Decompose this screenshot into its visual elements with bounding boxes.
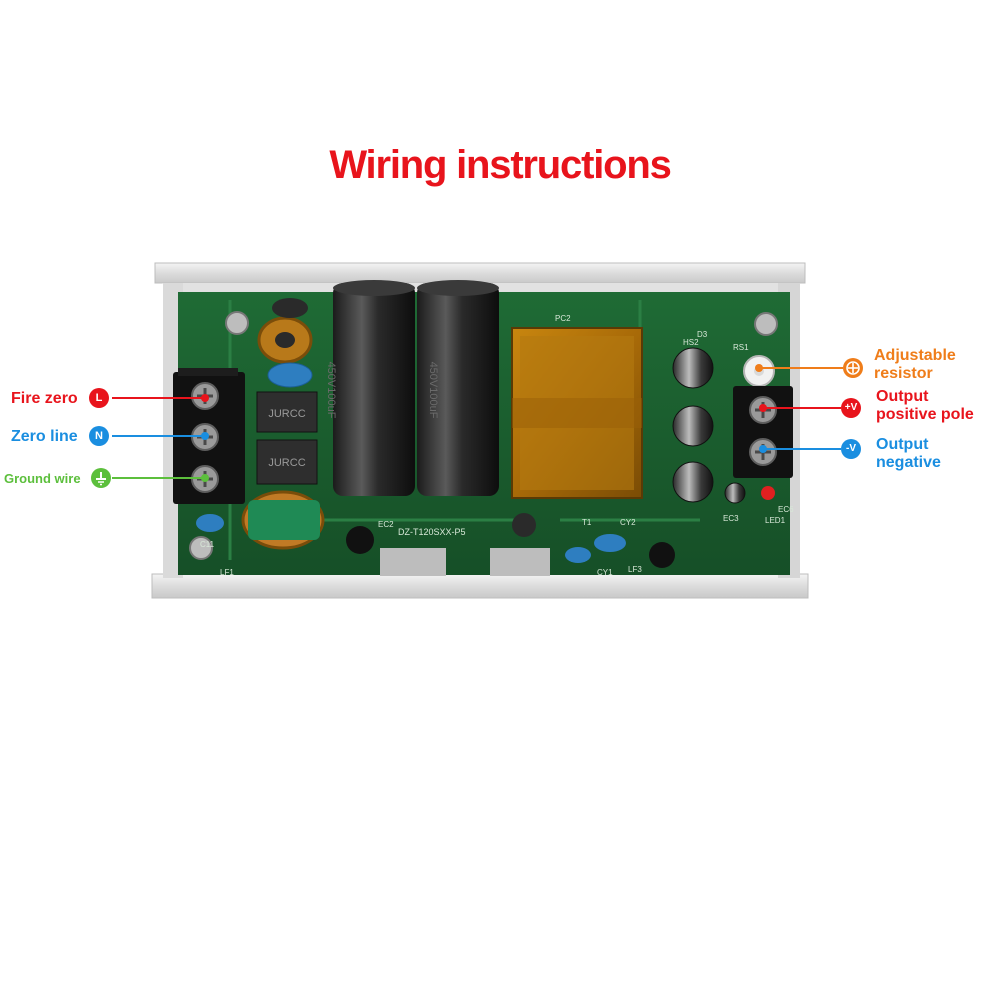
- adjustable-resistor-line1: Adjustable: [874, 347, 956, 364]
- ground-wire-label: Ground wire: [4, 471, 81, 486]
- output-negative-label: Output negative: [876, 436, 941, 472]
- live-terminal-badge: L: [89, 388, 109, 408]
- svg-text:450V100uF: 450V100uF: [325, 362, 337, 419]
- input-filter: JURCC JURCC: [196, 298, 374, 554]
- silkscreen-label: T1: [582, 518, 592, 527]
- silkscreen-label: RS1: [733, 343, 749, 352]
- silkscreen-label: LF3: [628, 565, 642, 574]
- svg-text:JURCC: JURCC: [268, 457, 305, 469]
- potentiometer-icon: [843, 358, 863, 378]
- bulk-capacitors: 450V100uF 450V100uF: [325, 280, 499, 496]
- silkscreen-label: CY1: [597, 568, 613, 577]
- output-capacitors: [380, 347, 746, 576]
- silkscreen-label: PC2: [555, 314, 571, 323]
- leader-lines: [112, 364, 843, 482]
- adjustable-resistor-label: Adjustable resistor: [874, 347, 956, 383]
- ground-icon: [91, 468, 111, 488]
- silkscreen-label: LED1: [765, 516, 786, 525]
- output-negative-line2: negative: [876, 454, 941, 471]
- output-negative-line1: Output: [876, 436, 929, 453]
- silkscreen-label: EC6: [778, 505, 794, 514]
- silkscreen-label: HS2: [683, 338, 699, 347]
- fire-zero-label: Fire zero: [11, 390, 78, 407]
- silkscreen-label: CY2: [620, 518, 636, 527]
- neutral-terminal-badge: N: [89, 426, 109, 446]
- silkscreen-label: C11: [200, 540, 215, 549]
- svg-text:450V100uF: 450V100uF: [427, 362, 439, 419]
- silkscreen-label: EC2: [378, 520, 394, 529]
- output-positive-label: Output positive pole: [876, 388, 974, 424]
- negative-output-badge: -V: [841, 439, 861, 459]
- page-title: Wiring instructions: [329, 143, 671, 187]
- svg-text:JURCC: JURCC: [268, 408, 305, 420]
- mounting-screws: [189, 311, 778, 560]
- output-positive-line1: Output: [876, 388, 929, 405]
- zero-line-label: Zero line: [11, 428, 78, 445]
- transformer: [511, 327, 643, 499]
- adjustable-resistor-line2: resistor: [874, 365, 933, 382]
- model-marking: DZ-T120SXX-P5: [398, 527, 466, 537]
- positive-output-badge: +V: [841, 398, 861, 418]
- silkscreen-label: EC3: [723, 514, 739, 523]
- output-positive-line2: positive pole: [876, 406, 974, 423]
- silkscreen-label: LF1: [220, 568, 234, 577]
- silkscreen-label: D3: [697, 330, 708, 339]
